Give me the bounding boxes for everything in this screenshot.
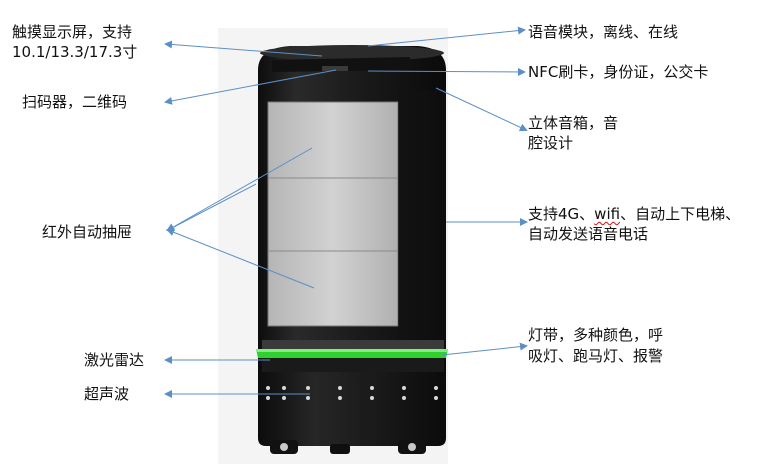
robot-top-cap <box>260 45 444 61</box>
label-ultrasonic: 超声波 <box>84 385 130 403</box>
drawer-panel <box>267 101 399 327</box>
label-scanner: 扫码器，二维码 <box>22 93 128 111</box>
label-touch-display-line1: 触摸显示屏，支持 <box>12 23 133 41</box>
touch-display <box>272 57 410 72</box>
scanner-window <box>322 66 348 71</box>
label-connectivity-pre: 支持4G、 <box>528 205 595 223</box>
robot-base <box>258 358 446 446</box>
ultrasonic-sensors <box>266 386 438 400</box>
label-lightbar-line2: 吸灯、跑马灯、报警 <box>528 347 664 365</box>
label-infrared-drawer: 红外自动抽屉 <box>42 223 133 241</box>
label-connectivity-post: 、自动上下电梯、 <box>620 205 741 223</box>
label-voice-module: 语音模块，离线、在线 <box>528 23 679 41</box>
label-speaker-line2: 腔设计 <box>528 134 574 152</box>
lidar-gap <box>262 340 444 350</box>
label-touch-display-line2: 10.1/13.3/17.3寸 <box>12 43 138 61</box>
label-lightbar-line1: 灯带，多种颜色，呼 <box>528 326 664 344</box>
label-connectivity-wifi: wifi <box>594 205 621 223</box>
label-connectivity-line2: 自动发送语音电话 <box>528 225 649 243</box>
label-connectivity-line1: 支持4G、wifi、自动上下电梯、 <box>528 204 740 224</box>
label-nfc: NFC刷卡，身份证，公交卡 <box>528 63 709 81</box>
wheels <box>270 440 426 454</box>
label-lidar: 激光雷达 <box>84 351 145 369</box>
label-speaker-line1: 立体音箱，音 <box>528 114 619 132</box>
callout-arrows <box>164 26 528 398</box>
